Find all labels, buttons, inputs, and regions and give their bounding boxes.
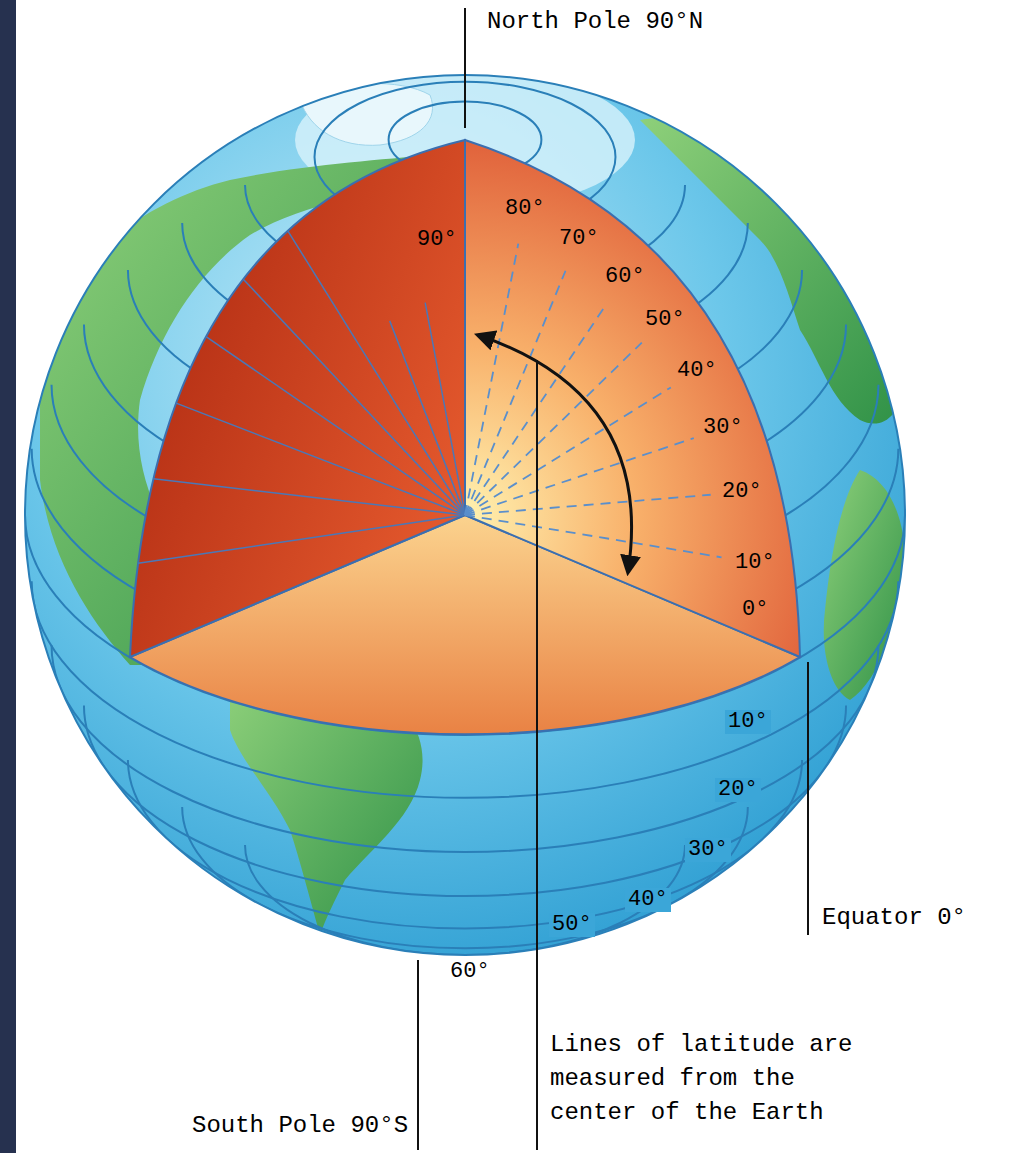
latitude-ray: [390, 321, 465, 515]
leader-line: [807, 662, 809, 935]
pole-label: North Pole 90°N: [487, 8, 703, 36]
latitude-degree: 90°: [417, 228, 457, 252]
latitude-degree: 80°: [505, 197, 545, 221]
latitude-ray: [465, 244, 518, 515]
latitude-ray: [465, 438, 694, 515]
latitude-degree: 40°: [677, 359, 717, 383]
frame-strip: [0, 0, 16, 1153]
latitude-degree: 10°: [735, 551, 775, 575]
latitude-ray: [243, 279, 465, 515]
leader-line: [536, 360, 538, 1150]
latitude-rays: [138, 231, 721, 564]
equator-label: Equator 0°: [822, 904, 966, 932]
latitude-degree: 20°: [722, 480, 762, 504]
latitude-degree: 40°: [625, 888, 671, 912]
latitude-line: [128, 760, 802, 929]
latitude-ray: [425, 303, 465, 515]
latitude-line: [245, 845, 685, 955]
latitude-ray: [465, 515, 722, 557]
leader-line: [417, 960, 419, 1150]
globe-outline: [25, 75, 905, 955]
cutaway-face: [130, 140, 465, 657]
latitude-degree: 0°: [742, 598, 768, 622]
callout-note: Lines of latitude are measured from the …: [550, 1028, 880, 1130]
latitude-ray: [465, 387, 671, 515]
latitude-degree: 50°: [645, 308, 685, 332]
latitude-degree: 20°: [715, 778, 761, 802]
latitude-degree: 60°: [605, 265, 645, 289]
leader-line: [464, 8, 466, 128]
angle-arrow: [478, 335, 632, 572]
latitude-line: [182, 807, 748, 948]
ocean-sphere: [25, 75, 905, 955]
latitude-degree: 30°: [685, 838, 731, 862]
latitude-degree: 70°: [559, 227, 599, 251]
globe-surface: [25, 70, 905, 955]
latitude-ray: [288, 231, 465, 515]
latitude-ray: [138, 515, 465, 563]
latitude-degree: 10°: [725, 710, 771, 734]
latitude-ray: [465, 271, 566, 515]
latitude-degree: 50°: [549, 913, 595, 937]
latitude-ray: [465, 343, 642, 515]
latitude-degree: 60°: [450, 960, 490, 984]
latitude-ray: [176, 403, 465, 515]
latitude-lines: [25, 82, 905, 955]
latitude-degree: 30°: [703, 416, 743, 440]
cutaway-face: [465, 140, 800, 657]
pole-label: South Pole 90°S: [192, 1112, 408, 1140]
europe: [640, 118, 905, 424]
latitude-ray: [206, 337, 465, 515]
latitude-ray: [465, 495, 711, 515]
